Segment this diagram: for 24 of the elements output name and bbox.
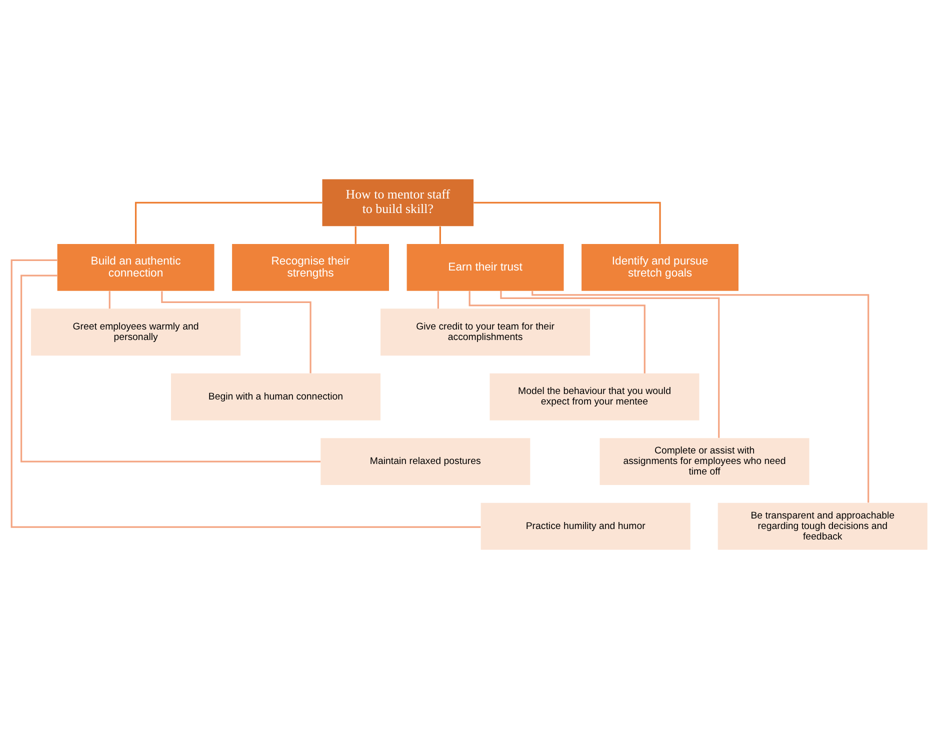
connector bbox=[10, 259, 481, 528]
connector bbox=[161, 291, 312, 374]
node-box: Complete or assist with assignments for employees who need time off bbox=[600, 438, 810, 486]
node-box: Recognise their strengths bbox=[232, 244, 389, 291]
node-box: Earn their trust bbox=[406, 244, 564, 291]
node-box: Model the behaviour that you would expect from your mentee bbox=[490, 373, 700, 420]
node-box: Practice humility and humor bbox=[480, 502, 690, 550]
node-box: Identify and pursue stretch goals bbox=[582, 244, 738, 291]
node-box: Greet employees warmly and personally bbox=[31, 308, 241, 356]
connector bbox=[474, 202, 661, 244]
connector bbox=[437, 291, 439, 309]
connector bbox=[134, 202, 322, 244]
node-box: Build an authentic connection bbox=[57, 244, 214, 291]
connector bbox=[20, 274, 321, 462]
connector bbox=[354, 226, 356, 244]
connector bbox=[532, 290, 870, 503]
connector bbox=[500, 291, 720, 438]
connector bbox=[439, 226, 441, 244]
node-box: Maintain relaxed postures bbox=[320, 438, 530, 486]
node-box: Begin with a human connection bbox=[170, 373, 380, 420]
node-box: How to mentor staff to build skill? bbox=[322, 179, 474, 226]
node-box: Give credit to your team for their accomplishments bbox=[380, 308, 590, 356]
node-box: Be transparent and approachable regarding tough decisions and feedback bbox=[718, 502, 928, 550]
connector bbox=[108, 291, 110, 309]
